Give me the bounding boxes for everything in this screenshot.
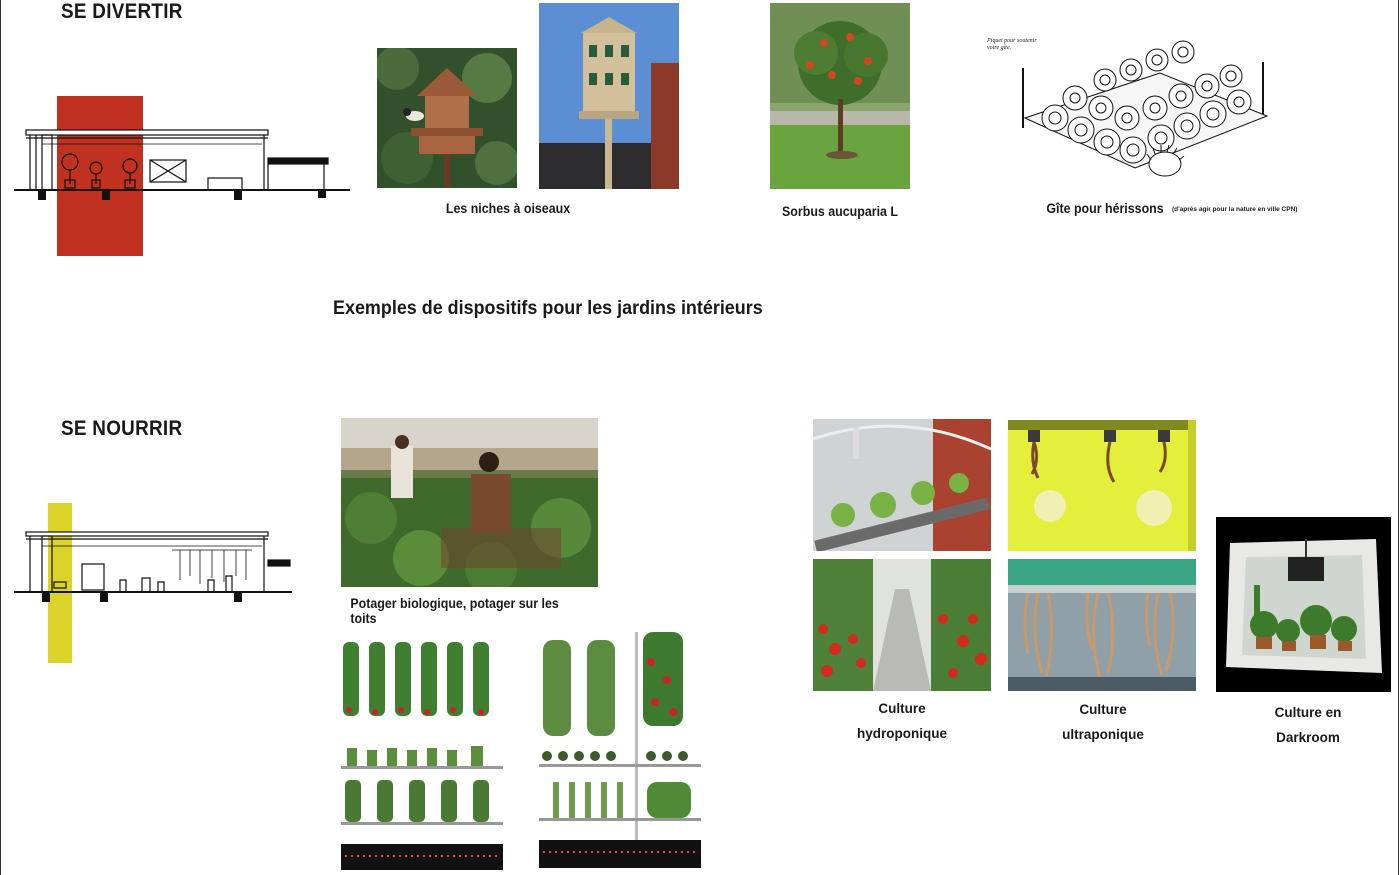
caption-hydroponic-line2: hydroponique: [857, 726, 947, 741]
bird-feeder-photo: [377, 48, 517, 188]
caption-darkroom: Culture en Darkroom: [1243, 700, 1373, 750]
caption-darkroom-line2: Darkroom: [1276, 730, 1340, 745]
sorbus-tree-photo: [770, 3, 910, 189]
caption-darkroom-line1: Culture en: [1274, 705, 1342, 720]
building-section-drawing-divertir: [14, 129, 350, 200]
building-section-drawing-nourrir: [14, 531, 292, 602]
caption-ultraponic: Culture ultraponique: [1038, 697, 1168, 747]
caption-hydroponic-line1: Culture: [878, 701, 926, 716]
caption-bird-houses: Les niches à oiseaux: [445, 201, 571, 216]
right-border: [1398, 0, 1399, 875]
caption-hedgehog-shelter: Gîte pour hérissons: [1046, 201, 1164, 216]
section-title-divertir: SE DIVERTIR: [61, 0, 183, 23]
caption-hydroponic: Culture hydroponique: [838, 696, 966, 746]
vertical-garden-drawing-1: [341, 642, 503, 870]
vertical-garden-drawing-2: [539, 632, 701, 868]
ultraponic-roots-photo: [1008, 420, 1196, 551]
tomato-greenhouse-photo: [813, 559, 991, 691]
caption-ultraponic-line2: ultraponique: [1062, 727, 1144, 742]
center-title: Exemples de dispositifs pour les jardins…: [333, 297, 763, 319]
caption-rooftop-garden: Potager biologique, potager sur les toit…: [350, 596, 559, 626]
ultraponic-root-mist-photo: [1008, 559, 1196, 691]
caption-sorbus: Sorbus aucuparia L: [782, 204, 898, 219]
rooftop-garden-photo: [341, 418, 598, 587]
section-highlight-red: [57, 96, 143, 256]
dovecote-photo: [539, 3, 679, 189]
left-border: [0, 0, 1, 875]
darkroom-culture-photo: [1216, 517, 1391, 692]
hedgehog-shelter-sketch: Piquet pour soutenir votre gîte.: [985, 18, 1290, 190]
hydroponic-greenhouse-photo: [813, 419, 991, 551]
caption-hedgehog-source: (d'après agir pour la nature en ville CP…: [1172, 206, 1298, 213]
caption-ultraponic-line1: Culture: [1079, 702, 1127, 717]
gite-sketch-note: Piquet pour soutenir votre gîte.: [987, 38, 1037, 51]
section-title-nourrir: SE NOURRIR: [61, 417, 183, 440]
